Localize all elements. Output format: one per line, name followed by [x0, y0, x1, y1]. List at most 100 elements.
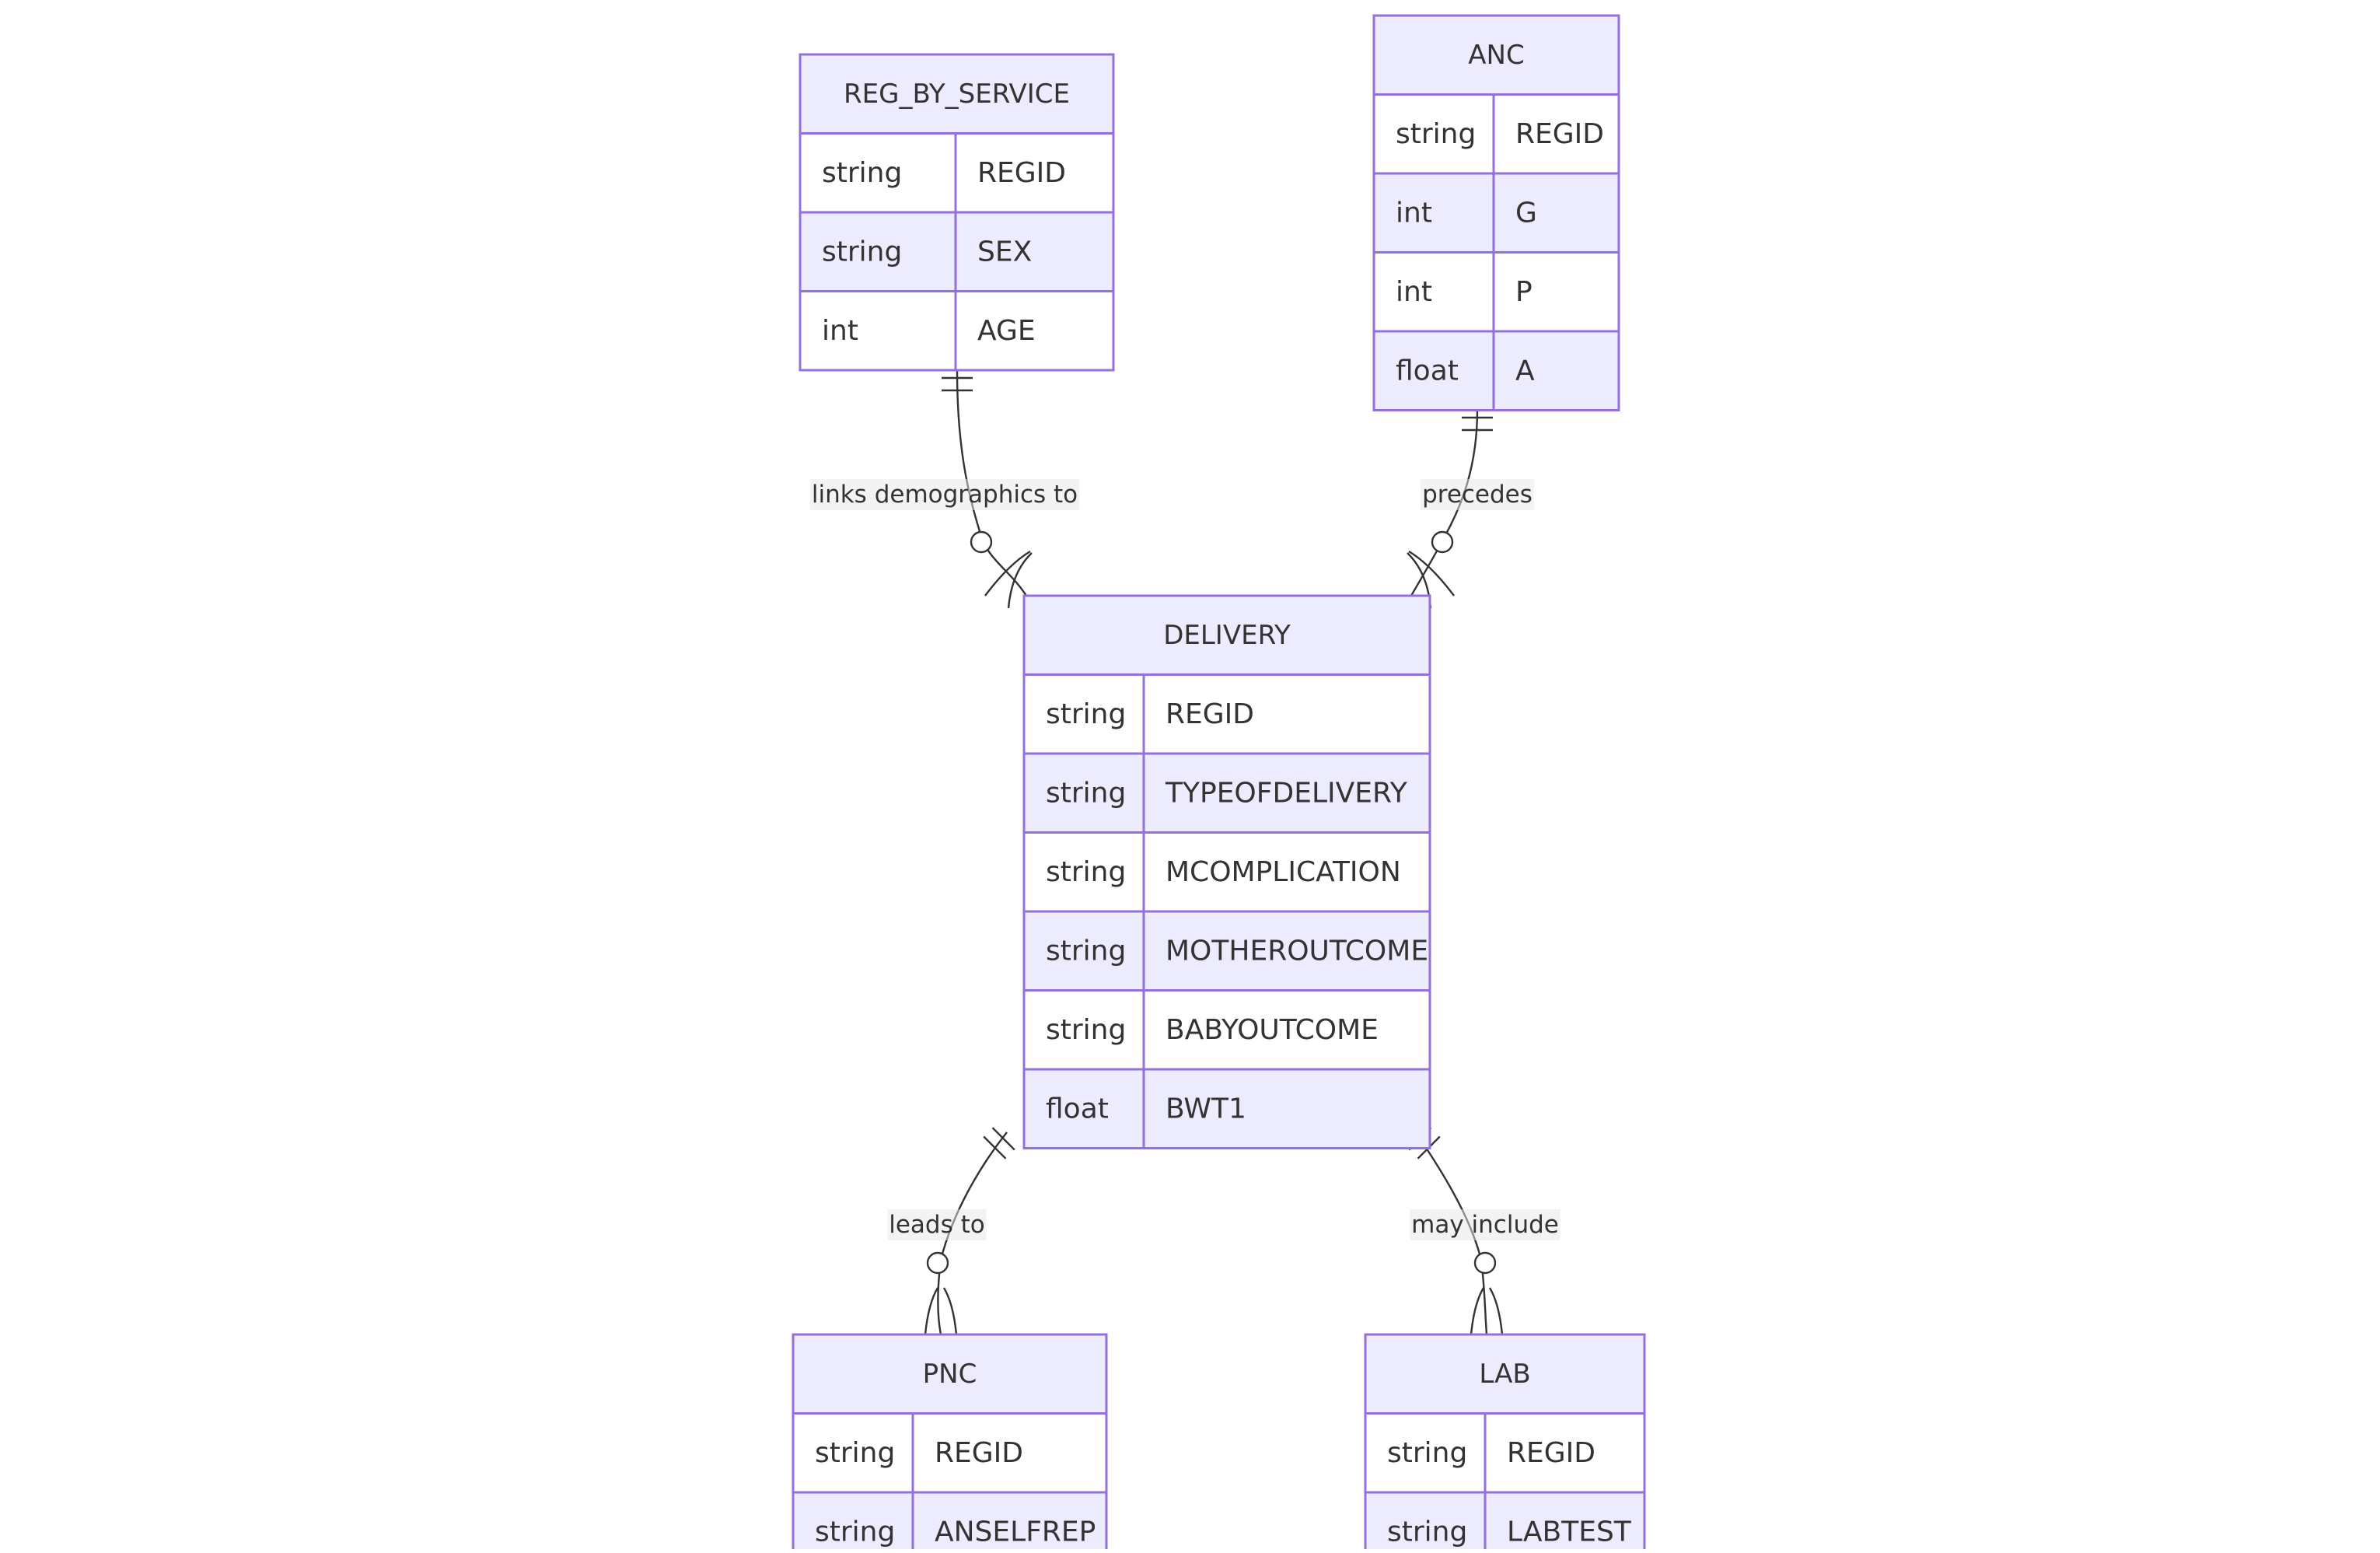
relationships-layer [924, 370, 1504, 1335]
attribute-name: LABTEST [1507, 1516, 1632, 1548]
attribute-type: string [1046, 856, 1126, 888]
entity-header [1024, 596, 1430, 675]
entity-title: LAB [1479, 1359, 1530, 1390]
entity-header [1365, 1334, 1644, 1414]
entity-title: PNC [923, 1359, 977, 1390]
attribute-name: TYPEOFDELIVERY [1165, 777, 1408, 809]
relationship-anc-delivery[interactable] [1407, 409, 1493, 609]
cardinality-one-marker [942, 376, 973, 392]
attribute-name: REGID [1515, 118, 1604, 150]
entity-title: DELIVERY [1163, 620, 1291, 651]
relationship-label-text: leads to [889, 1211, 985, 1239]
relationship-delivery-lab[interactable] [1408, 1127, 1504, 1335]
attribute-name: REGID [1166, 698, 1254, 730]
relationship-label-bg [809, 479, 1080, 510]
entity-header [1374, 16, 1619, 95]
attribute-row-bg [1024, 990, 1430, 1069]
attribute-name: A [1515, 355, 1535, 387]
entity-title: ANC [1468, 40, 1524, 71]
attribute-name: BABYOUTCOME [1166, 1014, 1379, 1046]
attribute-row-bg [1374, 331, 1619, 411]
attribute-type: float [1046, 1093, 1109, 1125]
relationship-label-bg [887, 1209, 987, 1240]
attribute-type: string [822, 157, 902, 189]
attribute-row: string MOTHEROUTCOME [1024, 910, 1430, 991]
attribute-type: string [1387, 1516, 1467, 1548]
attribute-row-bg [793, 1413, 1106, 1492]
attribute-name: SEX [977, 236, 1032, 268]
attribute-row: string BABYOUTCOME [1024, 989, 1430, 1069]
attribute-type: float [1396, 355, 1459, 387]
relationship-label-text: precedes [1422, 481, 1532, 509]
cardinality-zero-marker [1431, 530, 1454, 554]
attribute-type: int [822, 315, 858, 347]
entity-lab[interactable]: LAB string REGID string LABTEST [1364, 1333, 1646, 1553]
attribute-name: BWT1 [1166, 1093, 1246, 1125]
attribute-name: G [1515, 197, 1537, 229]
entity-border [1364, 1333, 1646, 1553]
relationship-label: leads to [887, 1209, 987, 1240]
attribute-row-bg [1024, 832, 1430, 911]
attribute-row: float A [1374, 330, 1619, 411]
relationship-label-text: links demographics to [812, 481, 1078, 509]
cardinality-one-marker [983, 1127, 1015, 1160]
entity-header [800, 54, 1113, 134]
cardinality-many-marker [1470, 1287, 1504, 1335]
attribute-name: AGE [977, 315, 1036, 347]
attribute-type: string [1046, 777, 1126, 809]
relationship-delivery-pnc[interactable] [924, 1127, 1015, 1335]
attribute-row-bg [1374, 173, 1619, 253]
relationship-line [956, 370, 1028, 596]
entity-border [1022, 594, 1431, 1149]
attribute-name: REGID [1507, 1437, 1595, 1469]
attribute-row: float BWT1 [1024, 1068, 1430, 1149]
cardinality-zero-marker [1473, 1251, 1497, 1275]
entity-border [792, 1333, 1108, 1553]
attribute-name: REGID [977, 157, 1066, 189]
attribute-row-bg [1374, 94, 1619, 173]
attribute-row: string LABTEST [1365, 1491, 1644, 1553]
attribute-row: string REGID [1024, 673, 1430, 754]
attribute-type: string [1046, 1014, 1126, 1046]
attribute-row-bg [1374, 252, 1619, 331]
cardinality-zero-marker [926, 1251, 949, 1275]
relationship-reg-delivery[interactable] [942, 370, 1033, 609]
relationship-label: links demographics to [809, 479, 1080, 510]
cardinality-one-marker [1462, 416, 1493, 432]
cardinality-many-marker [924, 1287, 958, 1335]
cardinality-zero-marker [970, 530, 993, 554]
relationship-label-bg [1421, 479, 1534, 510]
attribute-name: MCOMPLICATION [1166, 856, 1401, 888]
relationship-label-text: may include [1411, 1211, 1559, 1239]
attribute-type: string [1046, 698, 1126, 730]
attribute-name: MOTHEROUTCOME [1166, 935, 1428, 967]
attribute-type: string [822, 236, 902, 268]
relationship-line [1410, 409, 1479, 596]
attribute-row: string TYPEOFDELIVERY [1024, 752, 1430, 833]
relationship-labels-layer: links demographics to precedes leads to may… [809, 479, 1560, 1240]
entity-header [793, 1334, 1106, 1414]
attribute-type: string [1046, 935, 1126, 967]
attribute-type: string [815, 1437, 895, 1469]
attribute-name: REGID [935, 1437, 1023, 1469]
relationship-line [937, 1132, 1008, 1335]
entity-title: REG_BY_SERVICE [844, 79, 1070, 110]
attribute-type: string [1396, 118, 1476, 150]
entity-border [1372, 14, 1620, 411]
attribute-row: string MCOMPLICATION [1024, 831, 1430, 911]
attribute-row-bg [1024, 911, 1430, 991]
cardinality-many-marker [984, 550, 1033, 609]
attribute-row: string REGID [793, 1412, 1106, 1492]
attribute-type: int [1396, 276, 1432, 308]
relationship-label-bg [1410, 1209, 1560, 1240]
attribute-row-bg [1365, 1413, 1644, 1492]
attribute-name: ANSELFREP [935, 1516, 1096, 1548]
